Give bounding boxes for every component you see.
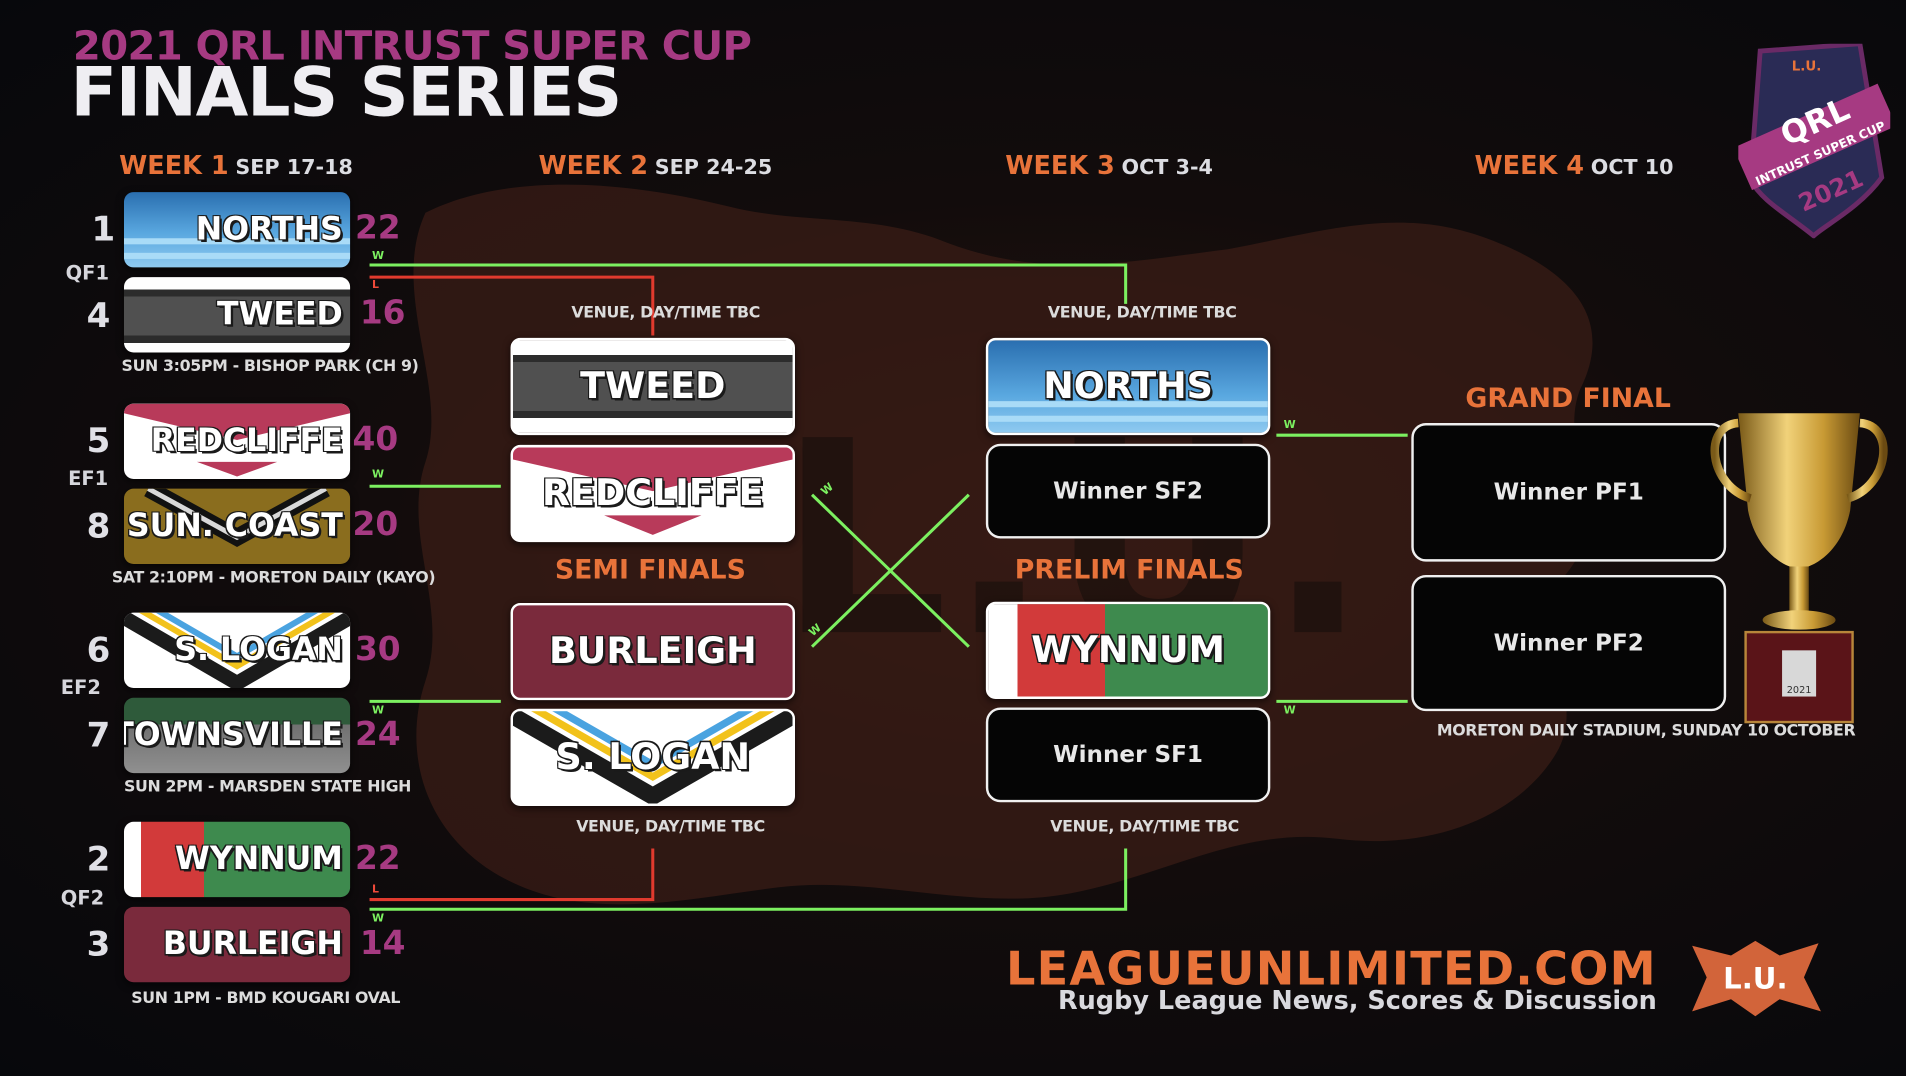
win-marker: W xyxy=(1283,419,1296,432)
team-name: TWEED xyxy=(580,365,726,408)
gf-slot-winner-pf2[interactable]: Winner PF2 xyxy=(1411,574,1727,712)
sf2-team-s-logan[interactable]: S. LOGAN xyxy=(510,708,796,806)
score: 22 xyxy=(354,209,401,247)
sf-venue-top: VENUE, DAY/TIME TBC xyxy=(571,303,760,323)
svg-text:L.U.: L.U. xyxy=(1792,60,1822,75)
trophy-icon: 2021 xyxy=(1710,413,1888,724)
team-name: SUN. COAST xyxy=(126,508,343,545)
grand-final-title: GRAND FINAL xyxy=(1465,384,1671,415)
gf-venue: MORETON DAILY STADIUM, SUNDAY 10 OCTOBER xyxy=(1436,722,1856,741)
win-marker: W xyxy=(1283,705,1296,718)
match-label-qf1: QF1 xyxy=(65,261,110,285)
svg-text:2021: 2021 xyxy=(1787,685,1812,696)
qf1-loser-line xyxy=(369,275,655,336)
sf-venue-bottom: VENUE, DAY/TIME TBC xyxy=(576,818,765,837)
footer-site[interactable]: LEAGUEUNLIMITED.COM xyxy=(1006,942,1657,996)
match-label-qf2: QF2 xyxy=(60,886,105,910)
score: 24 xyxy=(354,715,401,754)
team-name: TOWNSVILLE xyxy=(123,717,343,754)
team-tile-tweed[interactable]: TWEED xyxy=(123,277,351,353)
score: 40 xyxy=(352,420,399,459)
match-label-ef2: EF2 xyxy=(60,675,101,699)
week-2-header: WEEK 2 SEP 24-25 xyxy=(538,150,773,180)
week-3-header: WEEK 3 OCT 3-4 xyxy=(1005,150,1213,180)
match-info: SAT 2:10PM - MORETON DAILY (KAYO) xyxy=(111,568,436,588)
pf2-slot-winner-sf1[interactable]: Winner SF1 xyxy=(985,707,1271,803)
seed-number: 4 xyxy=(86,295,111,336)
team-name: REDCLIFFE xyxy=(541,472,764,515)
pf-venue-bottom: VENUE, DAY/TIME TBC xyxy=(1050,818,1239,837)
qrl-badge-icon: L.U. QRL INTRUST SUPER CUP 2021 xyxy=(1738,43,1891,239)
team-name: WYNNUM xyxy=(175,841,343,878)
seed-number: 6 xyxy=(86,629,111,670)
qf2-loser-line xyxy=(369,848,655,902)
score: 16 xyxy=(359,294,406,332)
loss-marker: L xyxy=(371,883,379,896)
sf-cross-line-2 xyxy=(810,493,970,648)
score: 22 xyxy=(354,839,401,878)
team-name: BURLEIGH xyxy=(162,926,343,963)
seed-number: 5 xyxy=(86,420,111,461)
semi-finals-title: SEMI FINALS xyxy=(554,555,746,586)
win-marker: W xyxy=(371,469,385,482)
team-tile-townsville[interactable]: TOWNSVILLE xyxy=(123,697,351,774)
score: 20 xyxy=(352,505,399,544)
prelim-finals-title: PRELIM FINALS xyxy=(1014,555,1244,586)
team-tile-sun-coast[interactable]: SUN. COAST xyxy=(123,488,351,565)
seed-number: 1 xyxy=(91,209,116,250)
seed-number: 7 xyxy=(86,714,111,755)
team-tile-burleigh[interactable]: BURLEIGH xyxy=(123,906,351,983)
page-title: FINALS SERIES xyxy=(70,53,623,133)
win-marker: W xyxy=(371,250,385,263)
match-info: SUN 2PM - MARSDEN STATE HIGH xyxy=(123,777,412,797)
win-marker: W xyxy=(371,912,385,926)
team-name: S. LOGAN xyxy=(174,632,343,669)
match-info: SUN 1PM - BMD KOUGARI OVAL xyxy=(131,989,401,1008)
seed-number: 2 xyxy=(86,838,111,879)
footer-tagline: Rugby League News, Scores & Discussion xyxy=(1057,985,1657,1016)
team-name: NORTHS xyxy=(1043,365,1213,408)
team-name: TWEED xyxy=(216,296,343,334)
seed-number: 8 xyxy=(86,505,111,546)
match-info: SUN 3:05PM - BISHOP PARK (CH 9) xyxy=(121,357,419,376)
qf2-winner-line xyxy=(369,848,1128,911)
week-1-header: WEEK 1 SEP 17-18 xyxy=(119,150,353,180)
team-name: S. LOGAN xyxy=(555,736,750,779)
score: 14 xyxy=(359,925,406,963)
week-4-header: WEEK 4 OCT 10 xyxy=(1474,150,1674,180)
sf1-team-redcliffe[interactable]: REDCLIFFE xyxy=(510,444,796,543)
pf1-team-norths[interactable]: NORTHS xyxy=(985,337,1271,436)
qf1-winner-line xyxy=(369,263,1128,304)
team-name: REDCLIFFE xyxy=(150,423,343,460)
page-subtitle: 2021 QRL INTRUST SUPER CUP xyxy=(72,21,752,70)
team-tile-wynnum[interactable]: WYNNUM xyxy=(123,821,351,898)
pf-venue-top: VENUE, DAY/TIME TBC xyxy=(1047,303,1237,323)
pf2-team-wynnum[interactable]: WYNNUM xyxy=(985,601,1271,699)
score: 30 xyxy=(354,630,401,669)
team-tile-norths[interactable]: NORTHS xyxy=(123,192,351,268)
sf1-team-tweed[interactable]: TWEED xyxy=(510,337,796,436)
loss-marker: L xyxy=(371,279,379,292)
team-name: NORTHS xyxy=(195,211,343,248)
seed-number: 3 xyxy=(86,923,111,964)
team-tile-redcliffe[interactable]: REDCLIFFE xyxy=(123,403,351,479)
lu-logo-icon: L.U. xyxy=(1692,940,1821,1017)
team-name: WYNNUM xyxy=(1031,629,1225,672)
team-tile-s-logan[interactable]: S. LOGAN xyxy=(123,612,351,689)
gf-slot-winner-pf1[interactable]: Winner PF1 xyxy=(1411,423,1727,562)
match-label-ef1: EF1 xyxy=(68,466,109,490)
svg-text:L.U.: L.U. xyxy=(1723,961,1787,995)
team-name: BURLEIGH xyxy=(548,630,757,673)
win-marker: W xyxy=(371,705,385,718)
sf2-team-burleigh[interactable]: BURLEIGH xyxy=(510,602,796,701)
pf1-slot-winner-sf2[interactable]: Winner SF2 xyxy=(985,443,1271,539)
